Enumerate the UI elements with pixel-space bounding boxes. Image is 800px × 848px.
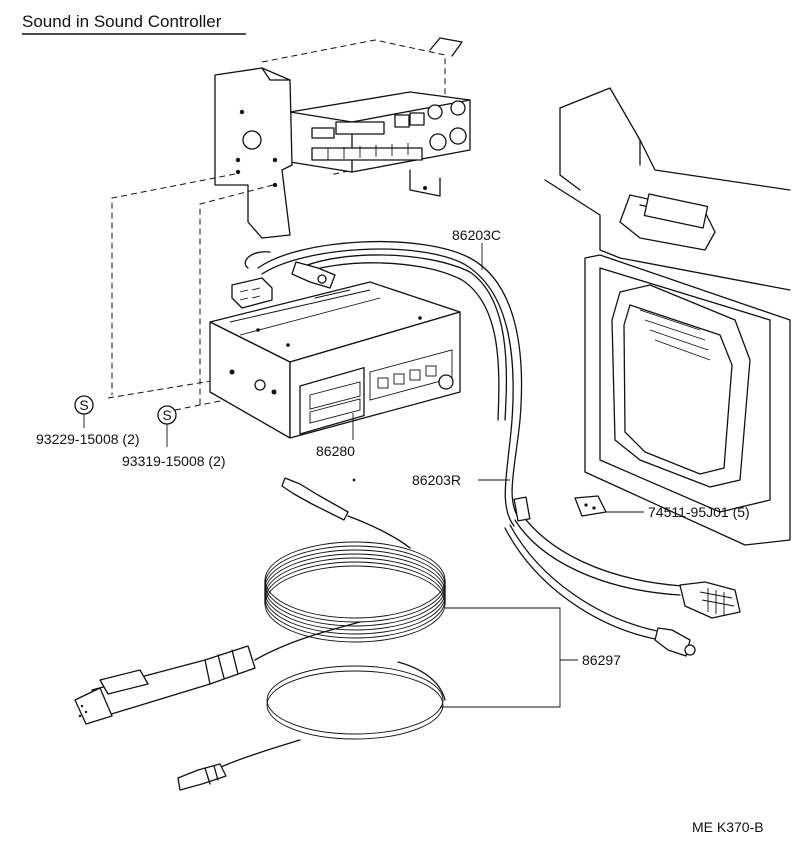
leader-mic-kit <box>440 607 561 708</box>
cable-86203c <box>231 240 523 527</box>
label-mic-kit: 86297 <box>582 652 621 668</box>
label-cable-c: 86203C <box>452 227 501 243</box>
label-clip: 74511-95J01 (5) <box>648 504 750 520</box>
svg-text:S: S <box>79 397 88 413</box>
label-controller: 86280 <box>316 443 355 459</box>
bolt-symbol-1: S <box>74 395 94 428</box>
microphone-kit <box>74 477 446 791</box>
sound-controller-unit <box>209 281 461 439</box>
bolt-symbol-2: S <box>157 405 177 447</box>
footer-code: ME K370-B <box>692 819 764 835</box>
svg-text:S: S <box>162 407 171 423</box>
label-bolt-2: 93319-15008 (2) <box>122 453 226 469</box>
radio-head-unit <box>214 37 471 239</box>
diagram-title: Sound in Sound Controller <box>22 12 222 31</box>
label-cable-r: 86203R <box>412 472 461 488</box>
label-bolt-1: 93229-15008 (2) <box>36 431 140 447</box>
cable-86203r <box>504 496 741 657</box>
vehicle-console <box>544 87 791 546</box>
